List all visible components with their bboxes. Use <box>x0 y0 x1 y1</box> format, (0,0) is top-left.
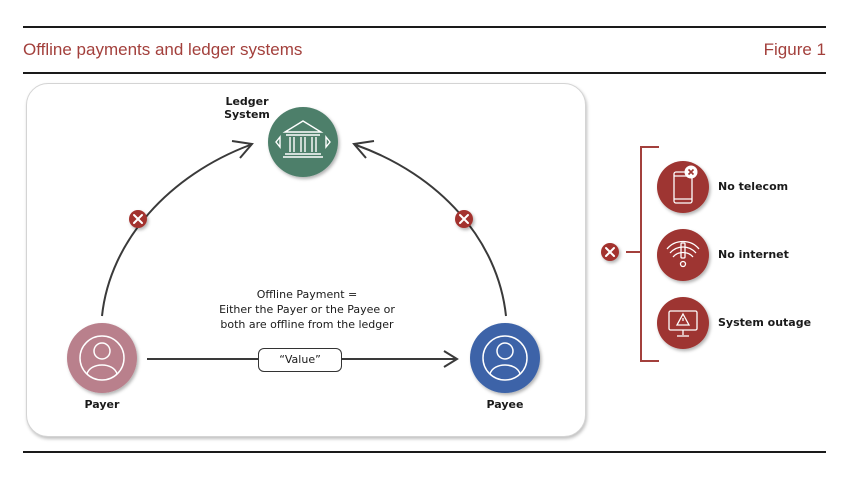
arrowhead-right <box>352 140 375 159</box>
description-line: Either the Payer or the Payee or <box>219 303 395 316</box>
x-icon <box>455 210 473 228</box>
offline-payment-description: Offline Payment = Either the Payer or th… <box>200 287 414 332</box>
bottom-rule <box>23 451 826 453</box>
reason-label-system-outage: System outage <box>718 316 812 329</box>
reasons-bracket <box>640 146 659 362</box>
payee-node <box>470 323 540 393</box>
reason-no-internet-icon <box>657 229 709 281</box>
description-line: both are offline from the ledger <box>220 318 394 331</box>
x-icon <box>601 243 619 261</box>
user-icon <box>482 335 528 381</box>
x-icon <box>129 210 147 228</box>
ledger-label-line1: Ledger <box>225 95 269 108</box>
ledger-node <box>268 107 338 177</box>
user-icon <box>79 335 125 381</box>
monitor-warning-icon <box>668 310 698 337</box>
arrowhead-left <box>231 140 254 159</box>
reason-label-no-telecom: No telecom <box>718 180 789 193</box>
reason-no-telecom-icon <box>657 161 709 213</box>
reason-system-outage-icon <box>657 297 709 349</box>
figure-title: Offline payments and ledger systems <box>23 40 303 59</box>
payer-node <box>67 323 137 393</box>
payer-label: Payer <box>84 398 120 411</box>
value-label-box: “Value” <box>258 348 342 372</box>
ledger-label: Ledger System <box>222 95 272 121</box>
ledger-label-line2: System <box>224 108 270 121</box>
figure-number: Figure 1 <box>763 40 826 59</box>
payee-label: Payee <box>486 398 524 411</box>
header-rule <box>23 72 826 74</box>
top-rule <box>23 26 826 28</box>
description-line: Offline Payment = <box>256 288 358 301</box>
reason-label-no-internet: No internet <box>718 248 789 261</box>
bank-icon <box>275 120 331 158</box>
wifi-off-icon <box>666 240 700 268</box>
payer-to-ledger-arc <box>101 144 251 317</box>
value-arrowhead <box>443 350 459 368</box>
